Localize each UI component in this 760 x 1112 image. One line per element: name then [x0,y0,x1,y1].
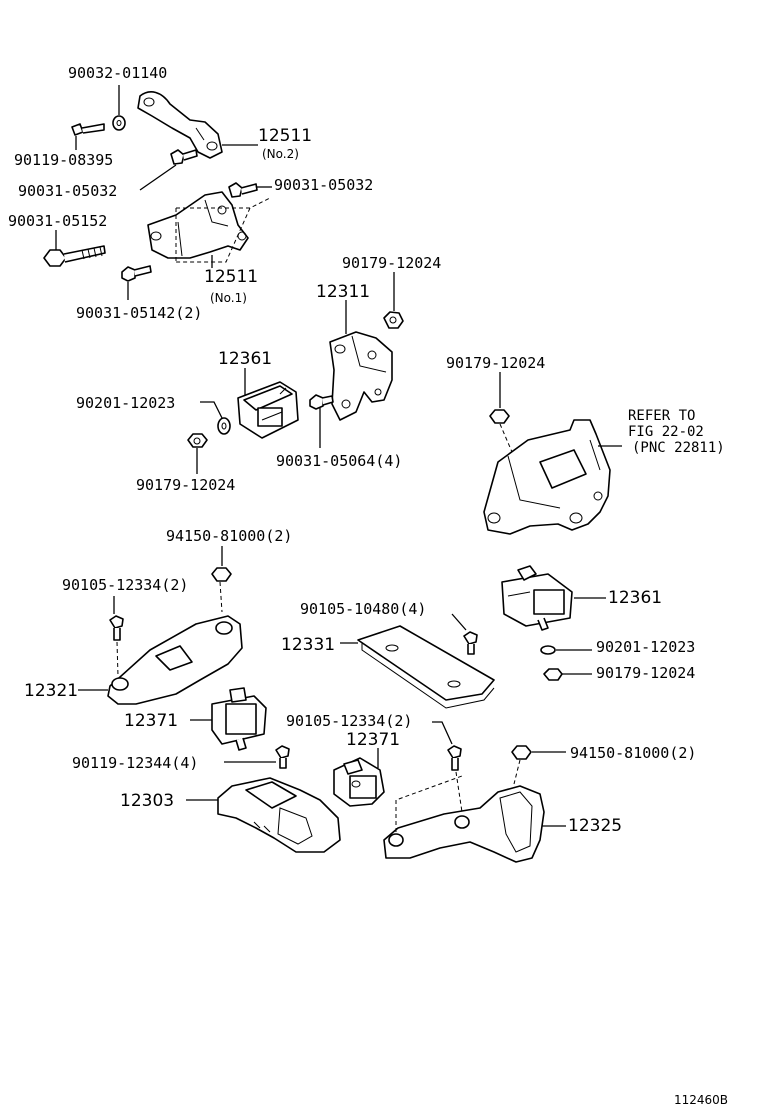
label-90201-12023-right: 90201-12023 [596,638,695,656]
nut-94150-81000-lower [511,745,532,760]
washer-90201-12023-right [540,645,556,655]
bracket-12311 [329,331,393,421]
nut-90179-12024-top [383,311,404,329]
bracket-12511-no1 [147,191,249,259]
bracket-12325 [383,785,545,863]
bolt-90031-05142 [121,265,152,282]
label-90031-05152: 90031-05152 [8,212,107,230]
bolt-90031-05032-b [228,182,258,198]
label-90119-08395: 90119-08395 [14,151,113,169]
crossmember-bracket-22811 [483,419,611,535]
label-94150-81000-upper: 94150-81000(2) [166,527,292,545]
bolt-90031-05032-a [170,149,198,165]
bolt-90105-12334-lower [447,745,462,771]
washer-90201-12023-upper [217,417,231,435]
nut-94150-81000-upper [211,567,232,582]
label-90105-10480: 90105-10480(4) [300,600,426,618]
bracket-12321 [107,615,243,705]
label-90031-05032-right: 90031-05032 [274,176,373,194]
label-12371-left: 12371 [124,711,178,731]
label-90031-05064: 90031-05064(4) [276,452,402,470]
label-fig-22-02: FIG 22-02 [628,424,704,440]
label-12361-upper: 12361 [218,349,272,369]
label-90031-05142: 90031-05142(2) [76,304,202,322]
mount-12361-upper [237,381,299,439]
bolt-90031-05152 [43,245,106,267]
nut-90179-12024-right [489,409,510,424]
label-refer-to: REFER TO [628,408,695,424]
label-90105-12334-upper: 90105-12334(2) [62,576,188,594]
label-90201-12023-upper: 90201-12023 [76,394,175,412]
label-90179-12024-top: 90179-12024 [342,254,441,272]
bolt-90119-12344 [275,745,290,769]
label-12511-no1: 12511 [204,267,258,287]
label-90119-12344: 90119-12344(4) [72,754,198,772]
washer-90032-01140 [112,115,126,131]
label-90105-12334-lower: 90105-12334(2) [286,712,412,730]
mount-12361-right [501,565,573,631]
label-12321: 12321 [24,681,78,701]
label-12511-no2: 12511 [258,126,312,146]
label-12331: 12331 [281,635,335,655]
label-12511-no1-sub: (No.1) [210,291,247,305]
mount-12371-center [333,757,385,807]
label-90179-12024-right: 90179-12024 [446,354,545,372]
bracket-12511-no2 [137,91,223,159]
label-90032-01140: 90032-01140 [68,64,167,82]
label-12311: 12311 [316,282,370,302]
bolt-90105-10480 [463,631,478,655]
nut-90179-12024-left [187,433,208,448]
label-90179-12024-left: 90179-12024 [136,476,235,494]
bolt-90119-08395 [71,123,105,136]
plate-12331 [357,625,495,709]
label-90179-12024-right-lower: 90179-12024 [596,664,695,682]
label-90031-05032-left: 90031-05032 [18,182,117,200]
mount-12371-left [211,687,267,751]
bolt-90031-05064 [309,394,334,410]
plate-12303 [217,777,341,853]
nut-90179-12024-right-lower [543,668,563,681]
label-94150-81000-lower: 94150-81000(2) [570,744,696,762]
label-12511-no2-sub: (No.2) [262,147,299,161]
bolt-90105-12334-upper [109,615,124,641]
label-12325: 12325 [568,816,622,836]
diagram-code: 112460B [674,1093,728,1107]
label-pnc-22811: (PNC 22811) [632,440,725,456]
label-12303: 12303 [120,791,174,811]
label-12371-center: 12371 [346,730,400,750]
label-12361-right: 12361 [608,588,662,608]
